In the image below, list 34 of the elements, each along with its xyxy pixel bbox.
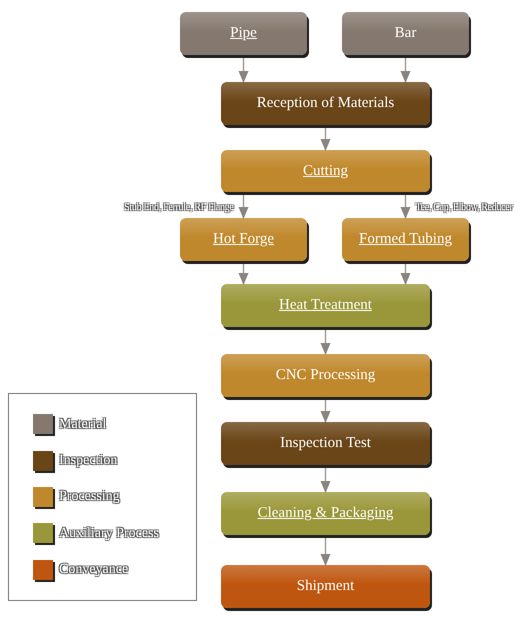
process-box [342,12,469,55]
edge-label: Tee, Cap, Elbow, Reducer [416,203,512,213]
box-label: Hot Forge [213,230,274,250]
process-box [221,82,430,125]
connector-arrow [238,55,248,83]
connector-arrow [320,327,330,355]
process-box [221,492,430,535]
process-box [342,218,469,261]
box-label: CNC Processing [276,366,376,386]
process-box [221,150,430,192]
box-label: Pipe [230,24,257,44]
legend-label: Conveyance [59,561,128,580]
connector-arrow [320,535,330,566]
legend-label: Processing [59,488,120,506]
legend-label: Material [59,416,106,434]
box-label: Bar [394,24,416,44]
box-label: Cutting [302,162,348,181]
edge-label: Stub End, Ferrule, RF Flange [124,203,234,213]
connector-arrow [320,465,330,493]
box-label: Cleaning & Packaging [258,504,394,524]
process-box [221,284,430,327]
box-label: Formed Tubing [359,230,452,250]
process-box [221,565,430,608]
box-label: Shipment [296,577,354,596]
process-box [180,12,307,55]
legend-label: Inspection [59,452,118,470]
process-box [221,422,430,465]
process-box [180,218,307,261]
box-label: Reception of Materials [256,94,394,114]
box-label: Heat Treatment [279,296,372,316]
legend-label: Auxiliary Process [59,524,159,543]
process-box [221,354,430,397]
box-label: Inspection Test [280,434,371,454]
connector-arrow [400,55,410,83]
